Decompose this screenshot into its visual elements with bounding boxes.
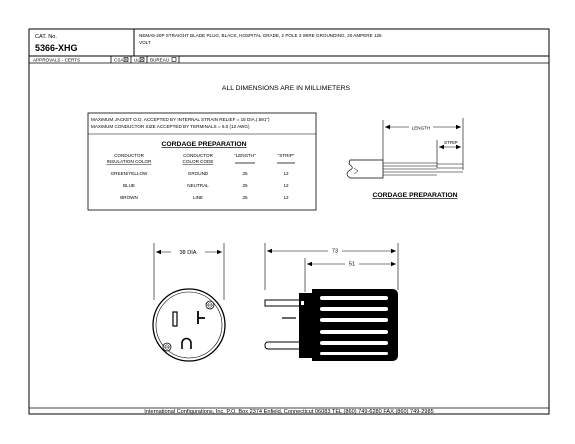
- row-1-length: 25: [242, 171, 248, 176]
- side-face-plate: [299, 293, 312, 358]
- diameter-label: 38 DIA: [179, 250, 196, 256]
- approval-bureau-label: BUREAU: [150, 58, 169, 63]
- cordage-preparation-diagram: LENGTH STRIP CORDAGE PREPARATION: [346, 118, 464, 199]
- approval-bureau-box: [171, 57, 177, 62]
- col-header-strip: "STRIP": [278, 153, 295, 158]
- row-3-code: LINE: [193, 195, 203, 200]
- jacket-note-line-2: MAXIMUM CONDUCTOR SIZE ACCEPTED BY TERMI…: [91, 124, 250, 129]
- plug-side-view: 73 51: [264, 243, 399, 361]
- row-1-strip: 12: [283, 171, 289, 176]
- row-1-insulation: GREEN/YELLOW: [111, 171, 148, 176]
- approvals-label: APPROVALS - CERTS: [33, 58, 80, 63]
- row-3-insulation: BROWN: [120, 195, 138, 200]
- length-label: LENGTH: [412, 126, 431, 131]
- col-header-length: "LENGTH": [234, 153, 256, 158]
- face-screw-bottom-left: [162, 342, 172, 352]
- col-header-insulation-line-2: INSULATION COLOR: [107, 159, 153, 164]
- cordage-table: MAXIMUM JACKET O.D. ACCEPTED BY INTERNAL…: [87, 112, 317, 211]
- neutral-blade: [172, 311, 178, 327]
- dimensions-note: ALL DIMENSIONS ARE IN MILLIMETERS: [222, 85, 351, 92]
- cat-number: 5366-XHG: [35, 43, 78, 53]
- jacket-note-line-1: MAXIMUM JACKET O.D. ACCEPTED BY INTERNAL…: [91, 117, 270, 122]
- overall-length-label: 73: [332, 249, 338, 255]
- approval-ul-box: [139, 57, 145, 62]
- line-blade: [197, 311, 205, 324]
- plug-face-outer: [152, 288, 226, 362]
- approval-csa-box: [123, 57, 129, 62]
- row-2-code: NEUTRAL: [187, 183, 209, 188]
- footer-company-info: International Configurations, Inc. P.O. …: [144, 409, 433, 415]
- approval-csa-label: CSA: [114, 58, 124, 63]
- row-2-strip: 12: [283, 183, 289, 188]
- col-header-code-line-1: CONDUCTOR: [183, 153, 213, 158]
- face-screw-top-right: [205, 300, 215, 310]
- strip-label: STRIP: [444, 140, 458, 145]
- row-3-length: 25: [242, 195, 248, 200]
- plug-face-inner: [155, 291, 223, 359]
- col-header-insulation-line-1: CONDUCTOR: [114, 153, 144, 158]
- approval-ul-label: UL: [134, 58, 140, 63]
- cat-label: CAT. No.: [35, 34, 57, 40]
- grip-slots: [320, 296, 388, 355]
- description-line-2: VOLT: [139, 40, 151, 45]
- ground-pin: [181, 337, 192, 349]
- cordage-preparation-caption: CORDAGE PREPARATION: [372, 192, 457, 199]
- plug-front-view: 38 DIA: [152, 243, 226, 362]
- body-length-label: 51: [349, 262, 355, 268]
- title-block: CAT. No. 5366-XHG NEMA5-20P STRAIGHT BLA…: [29, 29, 549, 64]
- row-3-strip: 12: [283, 195, 289, 200]
- cordage-table-title: CORDAGE PREPARATION: [161, 141, 246, 148]
- row-2-length: 25: [242, 183, 248, 188]
- row-2-insulation: BLUE: [123, 183, 135, 188]
- description-line-1: NEMA5-20P STRAIGHT BLADE PLUG, BLACK, HO…: [139, 33, 382, 38]
- col-header-code-line-2: COLOR CODE: [183, 159, 214, 164]
- row-1-code: GROUND: [188, 171, 209, 176]
- sheet-border: [28, 28, 550, 415]
